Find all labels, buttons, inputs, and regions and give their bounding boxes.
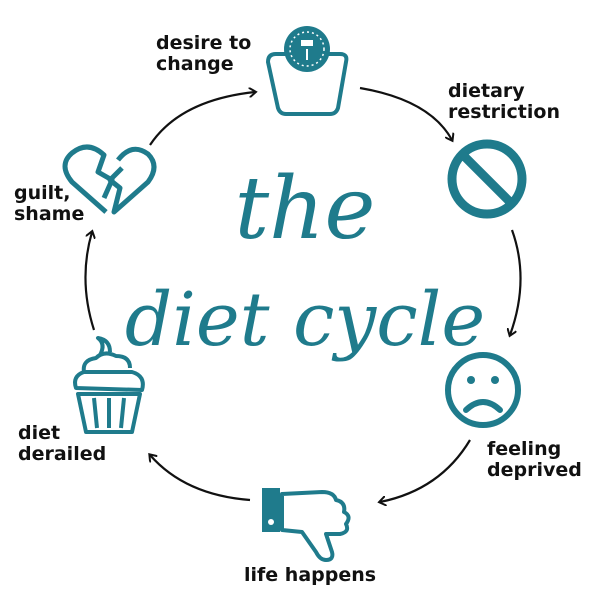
arrow-derailed-to-guilt [84, 232, 94, 331]
arrow-desire-to-restriction [359, 86, 452, 140]
prohibited-icon [447, 139, 527, 219]
arrow-guilt-to-desire [149, 92, 255, 146]
sad-face-icon [445, 352, 521, 428]
thumbs-down-icon [262, 488, 351, 562]
cupcake-icon [73, 336, 145, 434]
title-line-1: the [235, 159, 376, 259]
step-label-life: life happens [244, 564, 377, 586]
arrow-deprived-to-life [380, 439, 471, 502]
bathroom-scale-icon [265, 26, 349, 116]
broken-heart-icon [62, 144, 157, 215]
title-line-2: diet cycle [125, 277, 485, 363]
step-label-guilt: guilt,shame [14, 182, 85, 225]
arrow-life-to-derailed [150, 455, 251, 502]
arrow-restriction-to-deprived [510, 229, 522, 335]
